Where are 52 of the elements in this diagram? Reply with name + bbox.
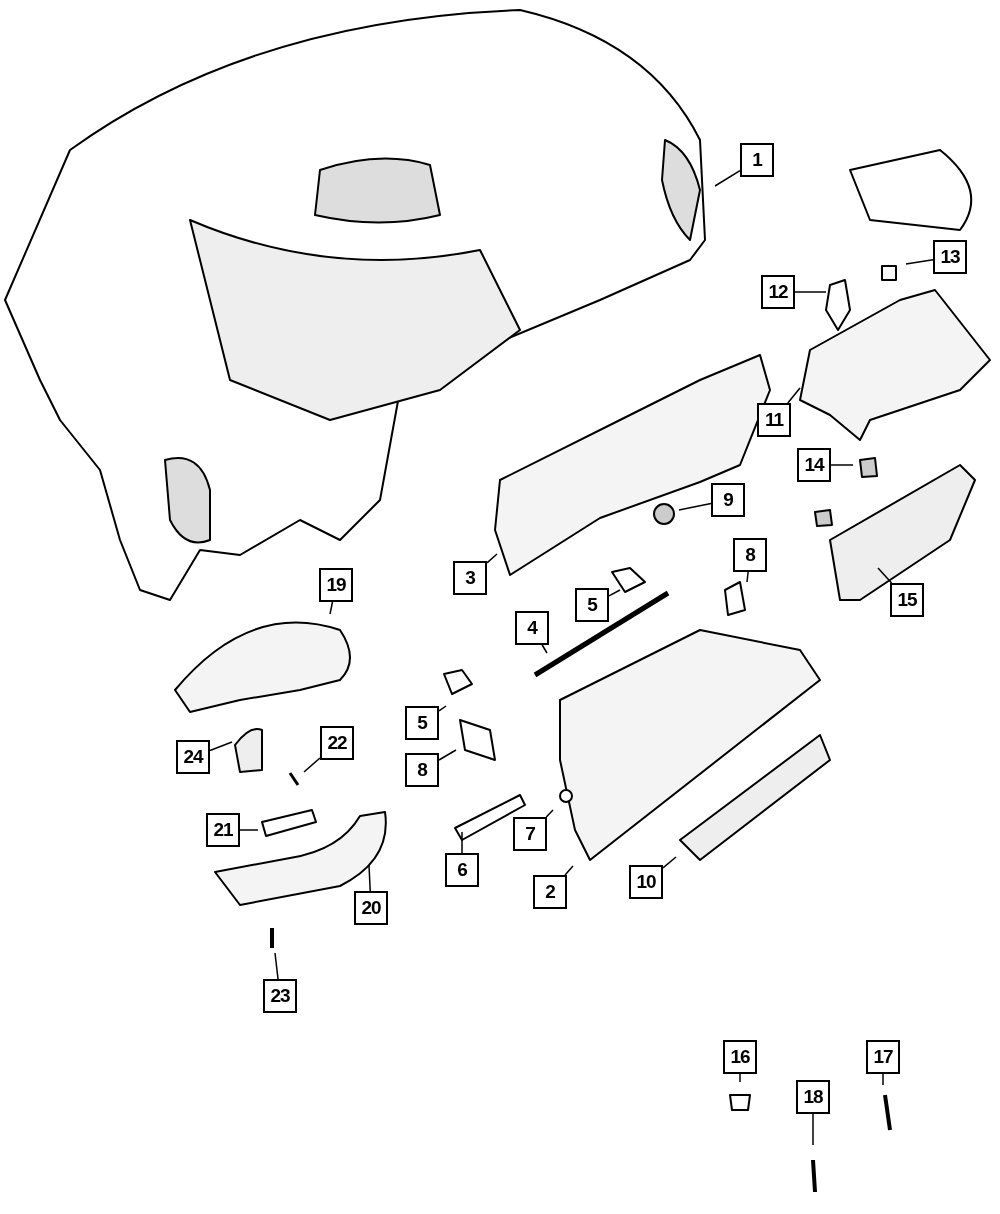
leader-line xyxy=(877,567,893,584)
callout-number: 4 xyxy=(515,611,549,645)
callout-number: 15 xyxy=(890,583,924,617)
leader-line xyxy=(541,644,548,654)
callout-number: 21 xyxy=(206,813,240,847)
callout-number: 13 xyxy=(933,240,967,274)
callout-number: 2 xyxy=(533,875,567,909)
leader-line xyxy=(274,952,279,980)
leader-line xyxy=(714,169,741,187)
leader-line xyxy=(438,749,457,761)
leader-line xyxy=(545,809,554,818)
leader-line xyxy=(486,553,498,564)
callout-number: 16 xyxy=(723,1040,757,1074)
leader-line xyxy=(209,741,233,752)
leader-line xyxy=(882,1073,884,1086)
callout-number: 22 xyxy=(320,726,354,760)
callout-number: 24 xyxy=(176,740,210,774)
leader-line xyxy=(239,829,259,831)
callout-number: 5 xyxy=(405,706,439,740)
callout-number: 12 xyxy=(761,275,795,309)
leader-line xyxy=(438,705,447,712)
callout-number: 5 xyxy=(575,588,609,622)
callout-number: 18 xyxy=(796,1080,830,1114)
leader-line xyxy=(662,856,677,869)
leader-line xyxy=(303,757,321,773)
leader-line xyxy=(678,502,712,511)
leader-line xyxy=(746,571,749,583)
callout-number: 3 xyxy=(453,561,487,595)
leader-line xyxy=(739,1073,741,1083)
leader-line xyxy=(812,1113,814,1146)
leader-line xyxy=(905,258,934,265)
callout-number: 23 xyxy=(263,979,297,1013)
leader-line xyxy=(564,865,574,876)
leader-line xyxy=(461,831,463,854)
callout-number: 1 xyxy=(740,143,774,177)
callout-number: 10 xyxy=(629,865,663,899)
callout-number: 14 xyxy=(797,448,831,482)
callout-number: 8 xyxy=(405,753,439,787)
leader-line xyxy=(608,589,621,597)
leader-line xyxy=(787,387,801,404)
leader-line xyxy=(329,601,334,615)
callout-number: 19 xyxy=(319,568,353,602)
leader-line xyxy=(794,291,827,293)
callout-number: 20 xyxy=(354,891,388,925)
callout-number: 7 xyxy=(513,817,547,851)
callout-number: 9 xyxy=(711,483,745,517)
callout-number: 6 xyxy=(445,853,479,887)
callout-number: 17 xyxy=(866,1040,900,1074)
callout-number: 11 xyxy=(757,403,791,437)
callout-number: 8 xyxy=(733,538,767,572)
leader-line xyxy=(368,864,371,892)
leader-line xyxy=(830,464,854,466)
